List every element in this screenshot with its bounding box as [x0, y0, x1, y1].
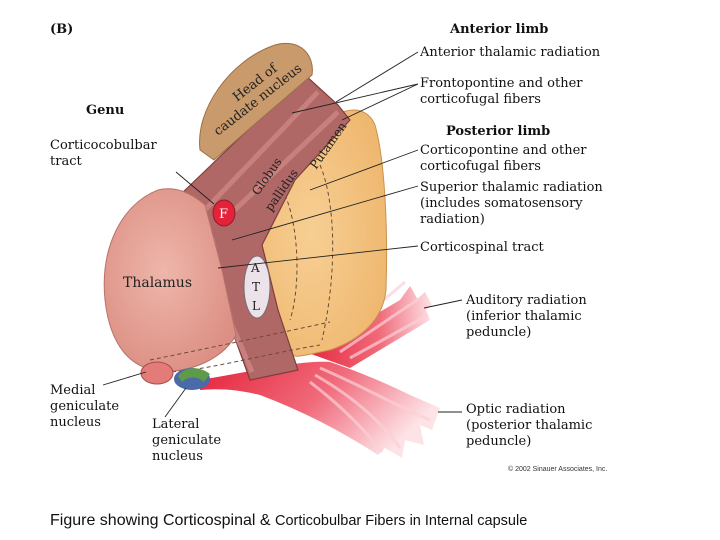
- frontopontine-label-1: Frontopontine and other: [420, 76, 583, 91]
- corticopontine-label-1: Corticopontine and other: [420, 143, 587, 158]
- optic-label-1: Optic radiation: [466, 402, 566, 417]
- superior-thalamic-label-2: (includes somatosensory: [420, 196, 583, 211]
- caption-part-2: Corticobulbar Fibers in Internal capsule: [275, 513, 528, 529]
- caption-part-1: Figure showing Corticospinal &: [50, 512, 275, 529]
- anterior-limb-heading: Anterior limb: [450, 22, 549, 37]
- f-marker: [212, 199, 236, 227]
- optic-label-3: peduncle): [466, 434, 532, 449]
- optic-radiation: [200, 361, 440, 458]
- lateral-geniculate-nucleus: [174, 368, 210, 390]
- posterior-limb-heading: Posterior limb: [446, 124, 551, 139]
- frontopontine-label-2: corticofugal fibers: [420, 92, 541, 107]
- medial-geniculate-label-1: Medial: [50, 383, 96, 398]
- genu-heading: Genu: [86, 103, 125, 118]
- atl-marker: [243, 255, 271, 319]
- leader-lines: [102, 51, 463, 418]
- medial-geniculate-label-2: geniculate: [50, 399, 120, 414]
- medial-geniculate-nucleus: [140, 361, 174, 385]
- auditory-label-3: peduncle): [466, 325, 532, 340]
- superior-thalamic-label-1: Superior thalamic radiation: [420, 180, 603, 195]
- corticopontine-label-2: corticofugal fibers: [420, 159, 541, 174]
- lateral-geniculate-label-1: Lateral: [152, 417, 200, 432]
- atl-a-label: A: [250, 261, 260, 275]
- corticobulbar-label-2: tract: [50, 154, 82, 169]
- caudate-head: [199, 43, 313, 161]
- anterior-thalamic-label: Anterior thalamic radiation: [420, 45, 601, 60]
- optic-label-2: (posterior thalamic: [466, 418, 593, 433]
- lateral-geniculate-label-3: nucleus: [152, 449, 203, 464]
- copyright-notice: © 2002 Sinauer Associates, Inc.: [508, 466, 608, 473]
- thalamus-label: Thalamus: [123, 275, 192, 291]
- medial-geniculate-label-3: nucleus: [50, 415, 101, 430]
- lateral-geniculate-label-2: geniculate: [152, 433, 222, 448]
- auditory-label-1: Auditory radiation: [466, 293, 587, 308]
- panel-letter: (B): [50, 22, 74, 37]
- atl-t-label: T: [252, 280, 260, 294]
- figure-caption: Figure showing Corticospinal & Corticobu…: [50, 512, 527, 530]
- auditory-label-2: (inferior thalamic: [466, 309, 582, 324]
- superior-thalamic-label-3: radiation): [420, 212, 485, 227]
- corticospinal-label: Corticospinal tract: [420, 240, 544, 255]
- atl-l-label: L: [252, 299, 260, 313]
- corticobulbar-label-1: Corticocobulbar: [50, 138, 157, 153]
- f-label: F: [219, 207, 228, 222]
